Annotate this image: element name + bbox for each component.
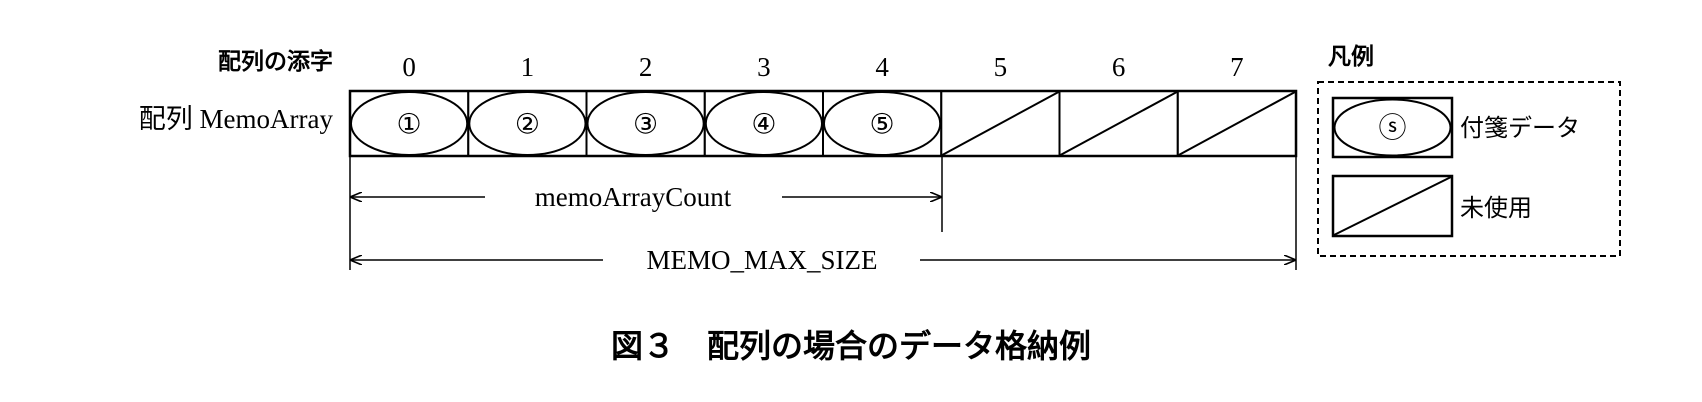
- legend-memo-symbol: ⓢ: [1378, 111, 1406, 144]
- array-cells: ① ② ③ ④ ⑤: [349, 90, 1298, 157]
- memo-number: ④: [751, 108, 776, 141]
- index-label: 2: [639, 52, 653, 82]
- index-label: 3: [757, 52, 771, 82]
- legend-item-unused: 未使用: [1331, 174, 1532, 238]
- legend-box: [1317, 81, 1621, 257]
- index-label: 1: [521, 52, 535, 82]
- array-outline: [348, 89, 1298, 158]
- memo-number: ①: [397, 108, 422, 141]
- memo-number: ⑤: [870, 108, 895, 141]
- max-label: MEMO_MAX_SIZE: [646, 245, 877, 275]
- legend-memo-ellipse: [1333, 98, 1452, 157]
- array-cell-unused: [1058, 90, 1179, 157]
- array-cell-used: ⑤: [822, 90, 943, 157]
- figure-caption: 図３ 配列の場合のデータ格納例: [611, 327, 1091, 365]
- array-row-label: 配列 MemoArray: [139, 104, 334, 134]
- memo-number: ②: [515, 108, 540, 141]
- legend-title: 凡例: [1328, 44, 1374, 70]
- index-label: 7: [1230, 52, 1244, 82]
- array-cell-used: ④: [703, 90, 825, 157]
- array-cell-used: ②: [467, 90, 588, 157]
- index-label: 6: [1112, 52, 1126, 82]
- index-label: 4: [875, 52, 889, 82]
- index-labels: 0 1 2 3 4 5 6 7: [402, 52, 1243, 82]
- memo-number: ③: [633, 108, 658, 141]
- legend-unused-label: 未使用: [1460, 194, 1532, 222]
- legend-item-memo: ⓢ 付箋データ: [1331, 96, 1580, 159]
- array-cell-used: ③: [585, 90, 706, 157]
- array-cell-used: ①: [349, 90, 470, 157]
- legend-memo-label: 付箋データ: [1460, 114, 1580, 142]
- count-label: memoArrayCount: [535, 182, 732, 212]
- array-cell-unused: [940, 90, 1061, 157]
- index-label: 5: [994, 52, 1008, 82]
- legend-unused-diagonal: [1333, 176, 1452, 236]
- unused-diagonal: [941, 91, 1059, 156]
- unused-diagonal: [1178, 91, 1296, 156]
- array-cell-unused: [1176, 90, 1298, 157]
- index-row-label: 配列の添字: [218, 48, 333, 75]
- index-label: 0: [402, 52, 416, 82]
- unused-diagonal: [1060, 91, 1178, 156]
